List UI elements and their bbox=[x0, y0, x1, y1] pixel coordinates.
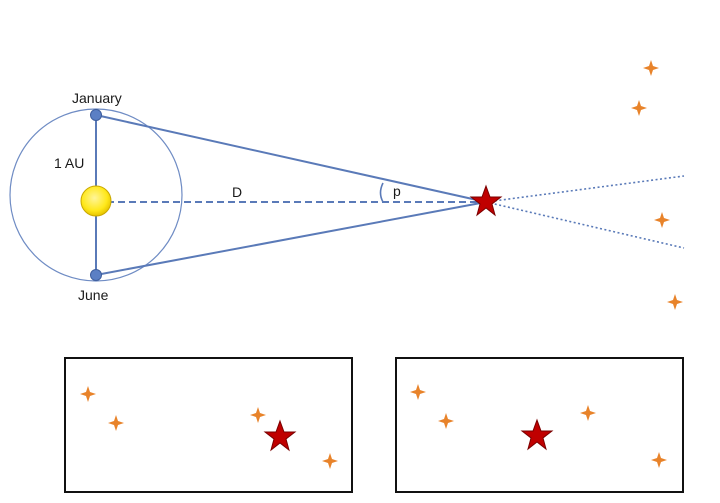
sparkle-star-icon bbox=[80, 386, 96, 402]
star-icon bbox=[263, 419, 297, 452]
sparkle-star-icon bbox=[250, 407, 266, 423]
extension-line-lower bbox=[485, 201, 685, 249]
sparkle-star-icon bbox=[651, 452, 667, 468]
sightline-january bbox=[95, 114, 487, 203]
earth-january-dot bbox=[90, 109, 102, 121]
parallax-angle-arc bbox=[379, 182, 384, 203]
earth-june-dot bbox=[90, 269, 102, 281]
june-label: June bbox=[78, 287, 109, 303]
sparkle-star-icon bbox=[410, 384, 426, 400]
sun-icon bbox=[80, 185, 112, 217]
january-label: January bbox=[72, 90, 122, 106]
sparkle-star-icon bbox=[631, 100, 647, 116]
sparkle-star-icon bbox=[108, 415, 124, 431]
star-icon bbox=[469, 184, 503, 217]
distance-label: D bbox=[232, 184, 242, 200]
sparkle-star-icon bbox=[667, 294, 683, 310]
sparkle-star-icon bbox=[580, 405, 596, 421]
sparkle-star-icon bbox=[654, 212, 670, 228]
view-frame-right bbox=[395, 357, 684, 493]
au-label: 1 AU bbox=[54, 155, 84, 171]
parallax-label: p bbox=[393, 183, 401, 199]
sparkle-star-icon bbox=[322, 453, 338, 469]
sparkle-star-icon bbox=[643, 60, 659, 76]
sightline-june bbox=[95, 201, 487, 276]
sparkle-star-icon bbox=[438, 413, 454, 429]
background-stars bbox=[631, 60, 683, 310]
star-icon bbox=[520, 418, 554, 451]
view-frame-left bbox=[64, 357, 353, 493]
extension-line-upper bbox=[485, 175, 685, 203]
